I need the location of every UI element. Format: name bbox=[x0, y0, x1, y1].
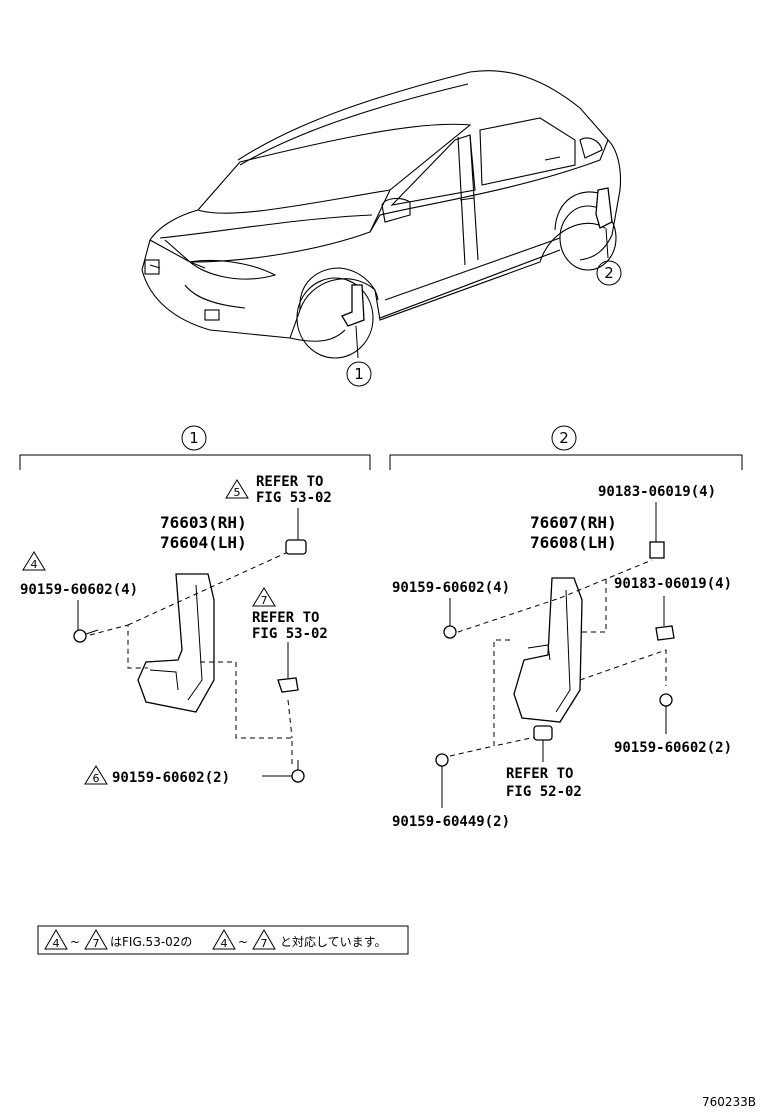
svg-text:4: 4 bbox=[221, 937, 228, 950]
nut-b bbox=[655, 625, 675, 641]
note-triangle-c: 4 bbox=[212, 929, 236, 950]
right-ref-line1: REFER TO bbox=[506, 766, 573, 782]
right-screw-c-label: 90159-60449(2) bbox=[392, 814, 510, 830]
right-screw-a bbox=[443, 598, 457, 639]
note-triangle-d: 7 bbox=[252, 929, 276, 950]
left-part-rh: 76603(RH) bbox=[160, 513, 247, 532]
right-nut-a: 90183-06019(4) bbox=[598, 484, 716, 500]
left-ref5-line1: REFER TO bbox=[256, 474, 323, 490]
right-screw-c bbox=[435, 753, 449, 808]
section-1-bracket: 1 bbox=[19, 425, 371, 470]
left-section: 76603(RH) 76604(LH) 5 REFER TO FIG 53-02… bbox=[20, 474, 332, 786]
left-ref7-line2: FIG 53-02 bbox=[252, 626, 328, 642]
note-triangle-a: 4 bbox=[44, 929, 68, 950]
note-text-end: と対応しています。 bbox=[280, 935, 386, 949]
screw-4 bbox=[73, 600, 99, 643]
front-mudguard-on-car bbox=[341, 284, 365, 327]
right-screw-a-label: 90159-60602(4) bbox=[392, 580, 510, 596]
clip-7 bbox=[277, 642, 299, 693]
svg-text:6: 6 bbox=[93, 772, 100, 785]
callout-2: 2 bbox=[596, 260, 622, 286]
front-mudguard-part bbox=[137, 573, 215, 713]
svg-text:7: 7 bbox=[261, 594, 268, 607]
left-ref5-line2: FIG 53-02 bbox=[256, 490, 332, 506]
note-triangle-b: 7 bbox=[84, 929, 108, 950]
svg-text:7: 7 bbox=[261, 937, 268, 950]
right-section: 90183-06019(4) 76607(RH) 76608(LH) 90159… bbox=[392, 484, 732, 830]
left-part-lh: 76604(LH) bbox=[160, 533, 247, 552]
note-tilde-a: ~ bbox=[70, 935, 80, 949]
right-part-lh: 76608(LH) bbox=[530, 533, 617, 552]
right-screw-b bbox=[659, 693, 673, 734]
car-illustration bbox=[141, 70, 622, 359]
screw-6 bbox=[262, 760, 305, 783]
section-1-label: 1 bbox=[189, 429, 199, 447]
section-2-bracket: 2 bbox=[389, 425, 743, 470]
left-triangle-7: 7 bbox=[252, 587, 276, 607]
right-part-rh: 76607(RH) bbox=[530, 513, 617, 532]
callout-1: 1 bbox=[346, 361, 372, 387]
right-screw-b-label: 90159-60602(2) bbox=[614, 740, 732, 756]
note-tilde-b: ~ bbox=[238, 935, 248, 949]
left-triangle-6: 6 bbox=[84, 765, 108, 785]
svg-text:7: 7 bbox=[93, 937, 100, 950]
rear-mudguard-part bbox=[513, 577, 583, 723]
right-ref-line2: FIG 52-02 bbox=[506, 784, 582, 800]
note-text-mid: はFIG.53-02の bbox=[110, 935, 192, 949]
section-2-label: 2 bbox=[559, 429, 569, 447]
left-triangle-5: 5 bbox=[225, 479, 249, 499]
note-box: 4 ~ 7 はFIG.53-02の 4 ~ 7 と対応しています。 bbox=[37, 925, 409, 955]
svg-text:4: 4 bbox=[53, 937, 60, 950]
callout-2-label: 2 bbox=[604, 264, 614, 282]
left-triangle-4: 4 bbox=[22, 551, 46, 571]
svg-text:5: 5 bbox=[234, 486, 241, 499]
left-screw-b: 90159-60602(2) bbox=[112, 770, 230, 786]
svg-text:4: 4 bbox=[31, 558, 38, 571]
right-nut-b: 90183-06019(4) bbox=[614, 576, 732, 592]
left-ref7-line1: REFER TO bbox=[252, 610, 319, 626]
figure-code: 760233B bbox=[702, 1095, 756, 1109]
rear-mudguard-on-car bbox=[595, 187, 613, 229]
left-screw-a: 90159-60602(4) bbox=[20, 582, 138, 598]
nut-a bbox=[649, 541, 665, 559]
right-clip bbox=[533, 725, 553, 762]
clip-5 bbox=[285, 539, 307, 555]
callout-1-label: 1 bbox=[354, 365, 364, 383]
